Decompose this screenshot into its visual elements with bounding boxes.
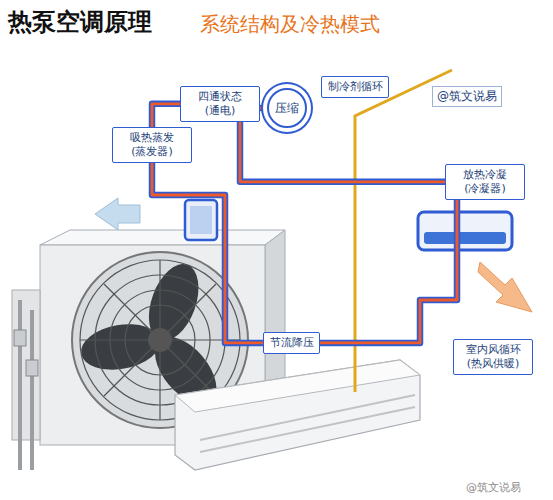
- throttle-box: 节流降压: [263, 332, 320, 354]
- refrigerant-pipe: [152, 104, 180, 127]
- node-text: 吸热蒸发 (蒸发器): [118, 131, 186, 159]
- illustration-part: [175, 360, 420, 412]
- illustration-part: [424, 232, 506, 244]
- pipe-core: [260, 107, 267, 110]
- pipe-casing: [152, 163, 263, 343]
- refrigerant-pipe: [152, 163, 263, 343]
- illustration-part: [40, 230, 285, 245]
- pipe-core: [152, 104, 180, 127]
- refrigerant-pipe: [240, 122, 445, 182]
- title: 热泵空调原理: [8, 6, 152, 38]
- pipe-core: [320, 200, 457, 343]
- compressor-circle: 压缩: [267, 88, 307, 128]
- illustration-part: [104, 284, 216, 396]
- node-text: 制冷剂循环: [327, 80, 383, 94]
- subtitle: 系统结构及冷热模式: [200, 11, 380, 38]
- pipe-casing: [260, 105, 267, 112]
- illustration-part: [148, 328, 172, 352]
- refrigerant-pipe: [320, 200, 457, 343]
- node-text: 放热冷凝 (冷凝器): [451, 168, 519, 196]
- cycle-tag: 制冷剂循环: [321, 76, 389, 98]
- condenser-box: 放热冷凝 (冷凝器): [445, 164, 525, 200]
- illustration-part: [185, 200, 217, 240]
- cold-air-arrow: [95, 198, 140, 230]
- warm-air-arrow: [478, 262, 532, 312]
- illustration-part: [190, 206, 212, 234]
- illustration-part: [200, 395, 415, 440]
- account-tag: @筑文说易: [432, 86, 502, 107]
- illustration-part: [418, 212, 512, 250]
- circle-text-holder: 压缩: [275, 101, 299, 116]
- node-text: 压缩: [275, 101, 299, 116]
- evaporator-unit: [185, 200, 217, 240]
- node-text: 节流降压: [269, 336, 314, 350]
- pipe-core: [152, 163, 263, 343]
- illustration-part: [175, 360, 420, 470]
- indoor-unit: [175, 360, 420, 470]
- illustration-part: [26, 360, 38, 376]
- watermark: @筑文说易: [466, 480, 521, 495]
- illustration-part: [200, 407, 415, 452]
- node-text: 四通状态 (通电): [186, 90, 254, 118]
- pipe-core: [240, 122, 445, 182]
- node-text: 室内风循环 (热风供暖): [459, 343, 527, 371]
- pipe-casing: [240, 122, 445, 182]
- illustration-part: [104, 284, 216, 396]
- pipe-casing: [320, 200, 457, 343]
- indoor-unit-small: [418, 212, 512, 250]
- valve-box: 四通状态 (通电): [180, 86, 260, 122]
- pipe-casing: [152, 104, 180, 127]
- illustration-part: [18, 300, 22, 470]
- illustration-part: [12, 290, 40, 440]
- evaporator-box: 吸热蒸发 (蒸发器): [112, 127, 192, 163]
- illustration-part: [14, 330, 26, 346]
- illustration-part: [30, 310, 34, 470]
- refrigerant-pipe: [260, 108, 267, 109]
- indoor-air-box: 室内风循环 (热风供暖): [453, 339, 533, 375]
